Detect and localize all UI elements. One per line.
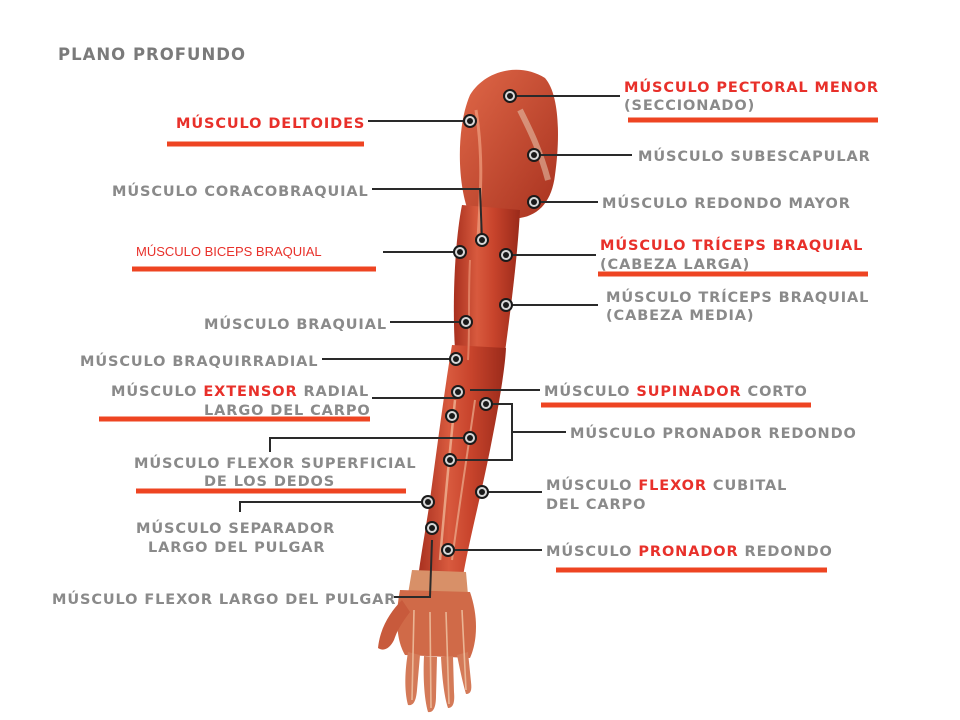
label-separador-line2: LARGO DEL PULGAR [148, 540, 325, 556]
pointer-dot [475, 485, 489, 499]
label-flexor-superficial: MÚSCULO FLEXOR SUPERFICIAL [134, 454, 417, 472]
label-pronador-redondo: MÚSCULO PRONADOR REDONDO [570, 424, 857, 442]
diagram-title: PLANO PROFUNDO [58, 45, 246, 64]
pointer-dot [475, 233, 489, 247]
leader-lines [239, 95, 632, 598]
pointer-dot [441, 543, 455, 557]
pointer-dot [421, 495, 435, 509]
shoulder-muscle [459, 69, 558, 218]
label-triceps-media: MÚSCULO TRÍCEPS BRAQUIAL [606, 288, 869, 306]
label-triceps-larga: MÚSCULO TRÍCEPS BRAQUIAL [600, 236, 863, 254]
pointer-dot [499, 248, 513, 262]
pointer-dot [449, 352, 463, 366]
label-triceps-larga-line2: (CABEZA LARGA) [600, 257, 750, 273]
hand [397, 590, 476, 658]
label-extensor: MÚSCULO EXTENSOR RADIAL [111, 382, 369, 400]
pointer-dot [527, 148, 541, 162]
label-pectoral-menor-line2: (SECCIONADO) [624, 98, 755, 114]
label-deltoides: MÚSCULO DELTOIDES [176, 114, 365, 132]
label-pectoral-menor: MÚSCULO PECTORAL MENOR [624, 78, 879, 96]
label-pronador-2: MÚSCULO PRONADOR REDONDO [546, 542, 833, 560]
label-flexor-cubital-line2: DEL CARPO [546, 497, 646, 513]
label-extensor-line2: LARGO DEL CARPO [204, 403, 371, 419]
label-biceps: MÚSCULO BICEPS BRAQUIAL [136, 244, 322, 259]
label-braquial: MÚSCULO BRAQUIAL [204, 315, 387, 333]
pointer-dot [445, 409, 459, 423]
label-triceps-media-line2: (CABEZA MEDIA) [606, 308, 754, 324]
pointer-dot [425, 521, 439, 535]
wrist [408, 570, 468, 595]
pointer-dot [451, 385, 465, 399]
pointer-dot [503, 89, 517, 103]
pointer-dot [443, 453, 457, 467]
label-redondo-mayor: MÚSCULO REDONDO MAYOR [602, 194, 851, 212]
pointer-dot [463, 431, 477, 445]
pointer-dot [463, 114, 477, 128]
pointer-dot [479, 397, 493, 411]
label-braquirradial: MÚSCULO BRAQUIRRADIAL [80, 352, 318, 370]
label-coracobraquial: MÚSCULO CORACOBRAQUIAL [112, 182, 369, 200]
pointer-dot [459, 315, 473, 329]
pointer-dots [421, 89, 541, 557]
label-flexor-superficial-line2: DE LOS DEDOS [204, 474, 335, 490]
label-flexor-cubital: MÚSCULO FLEXOR CUBITAL [546, 476, 787, 494]
label-flexor-largo: MÚSCULO FLEXOR LARGO DEL PULGAR [52, 590, 396, 608]
pointer-dot [453, 245, 467, 259]
pointer-dot [527, 195, 541, 209]
label-subescapular: MÚSCULO SUBESCAPULAR [638, 147, 871, 165]
label-supinador: MÚSCULO SUPINADOR CORTO [544, 382, 808, 400]
label-separador: MÚSCULO SEPARADOR [136, 519, 335, 537]
pointer-dot [499, 298, 513, 312]
upper-arm [453, 205, 520, 352]
